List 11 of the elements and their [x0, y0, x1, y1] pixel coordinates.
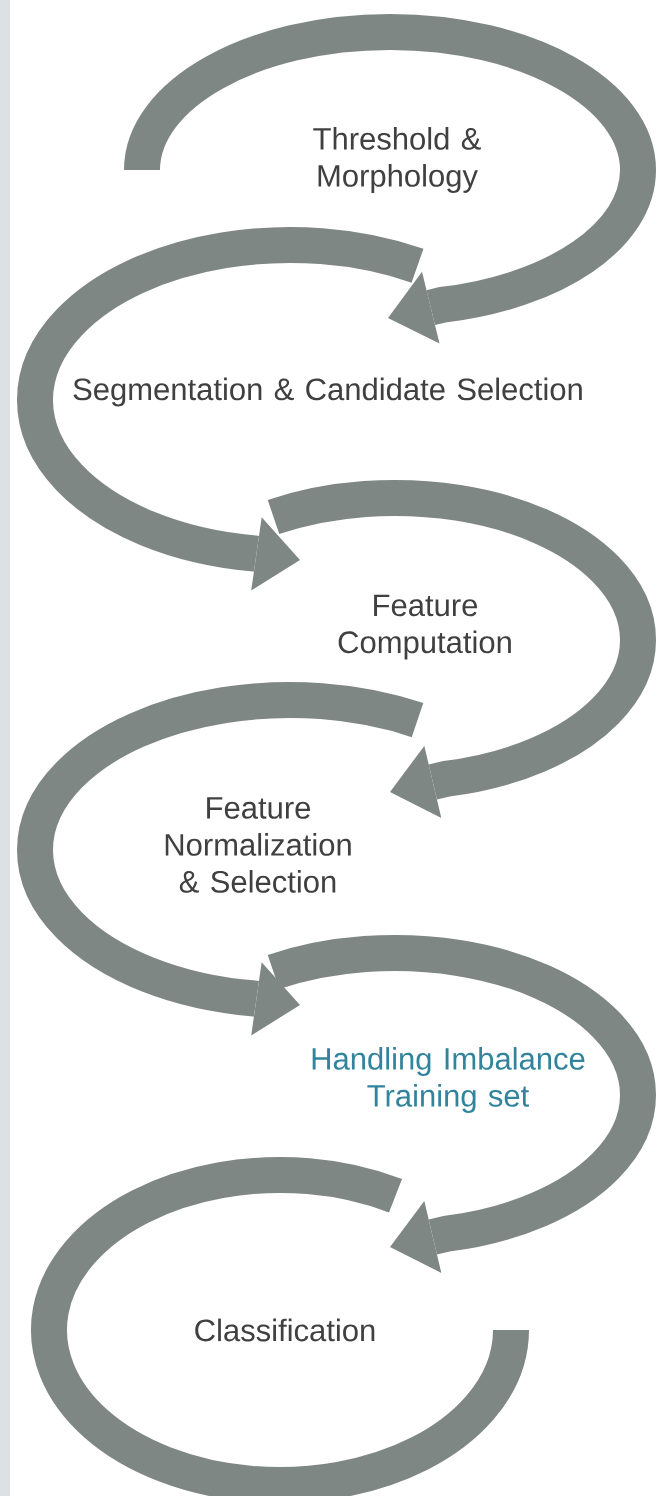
step-label: Feature Computation: [338, 594, 511, 660]
curved-arrow: [17, 682, 423, 1036]
curved-arrow: [268, 480, 656, 818]
step-label: Handling Imbalance Training set: [312, 1047, 585, 1113]
step-label: Feature Normalization & Selection: [165, 797, 351, 893]
step-label: Classification: [195, 1318, 375, 1342]
curved-arrow: [124, 14, 656, 344]
step-label: Segmentation & Candidate Selection: [73, 377, 582, 407]
curved-arrow: [17, 227, 423, 591]
curved-arrow: [268, 935, 656, 1273]
step-label: Threshold & Morphology: [313, 127, 481, 193]
